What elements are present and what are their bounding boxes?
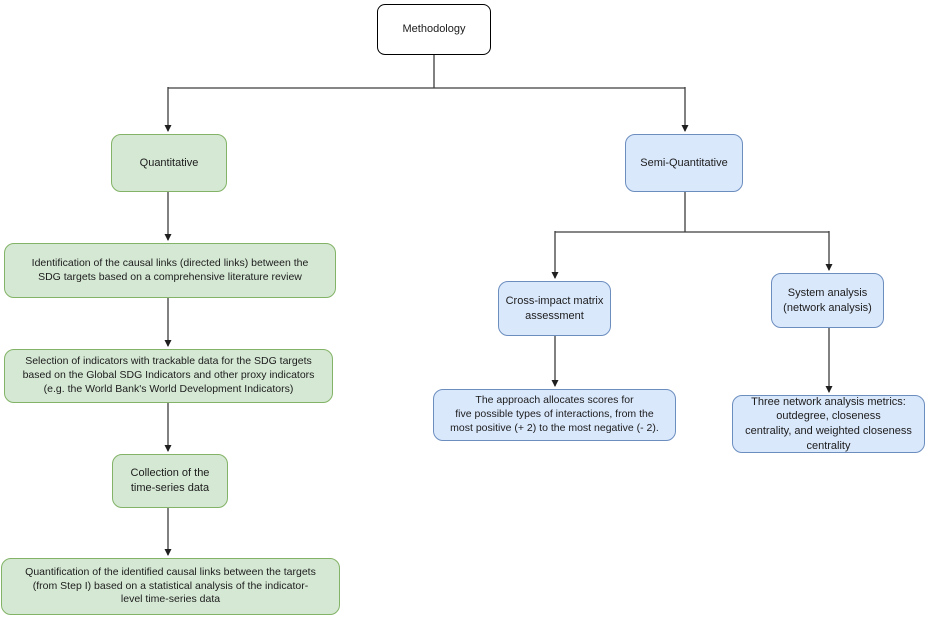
node-semi-quantitative-label: Semi-Quantitative [640,156,728,169]
node-selection: Selection of indicators with trackable d… [4,349,333,403]
node-semi-quantitative: Semi-Quantitative [625,134,743,192]
node-system-analysis: System analysis (network analysis) [771,273,884,328]
node-network-metrics: Three network analysis metrics: outdegre… [732,395,925,453]
node-quantification-label: Quantification of the identified causal … [25,565,316,606]
node-network-metrics-label: Three network analysis metrics: outdegre… [745,395,912,452]
node-methodology-label: Methodology [402,23,466,36]
node-cross-impact: Cross-impact matrix assessment [498,281,611,336]
node-cross-impact-label: Cross-impact matrix assessment [505,294,604,322]
node-approach-scores: The approach allocates scores for five p… [433,389,676,441]
node-quantitative: Quantitative [111,134,227,192]
node-methodology: Methodology [377,4,491,55]
node-identification-label: Identification of the causal links (dire… [31,256,309,283]
node-quantification: Quantification of the identified causal … [1,558,340,615]
node-system-analysis-label: System analysis (network analysis) [783,286,872,314]
node-identification: Identification of the causal links (dire… [4,243,336,298]
node-selection-label: Selection of indicators with trackable d… [22,355,315,395]
node-approach-scores-label: The approach allocates scores for five p… [450,394,659,434]
node-quantitative-label: Quantitative [139,156,199,169]
node-collection: Collection of the time-series data [112,454,228,508]
node-collection-label: Collection of the time-series data [130,467,210,494]
